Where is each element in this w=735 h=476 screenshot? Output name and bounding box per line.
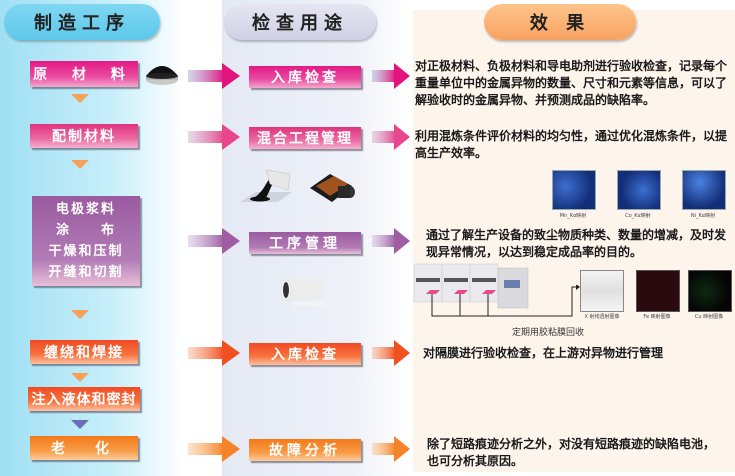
flow-down-arrow-icon — [71, 160, 89, 169]
mn-map-caption: Mn_Kα映射 — [559, 213, 587, 219]
flow-line-arrow-icon — [568, 285, 580, 317]
effect-header: 效 果 — [484, 4, 636, 40]
slurry-pour-icon — [240, 169, 292, 202]
production-equipment-illustration — [413, 263, 572, 317]
step-coating: 涂 布 — [55, 223, 116, 238]
arrow-right-icon — [188, 436, 240, 462]
electrode-roll-icon — [310, 174, 355, 202]
flow-down-arrow-icon — [71, 420, 89, 429]
fe-map-image — [636, 270, 680, 312]
flow-down-arrow-icon — [71, 310, 89, 319]
xray-caption: X 射线透射图像 — [584, 314, 620, 320]
flow-down-arrow-icon — [71, 94, 89, 103]
arrow-right-icon — [188, 124, 240, 150]
ni-map-image — [682, 170, 726, 210]
xray-image — [580, 270, 624, 312]
step-electrode-slurry: 电极浆料 — [55, 202, 116, 217]
cu-map-caption: Cu 映射图像 — [694, 314, 724, 320]
arrow-right-icon — [372, 340, 410, 366]
step-winding-welding: 缠绕和焊接 — [30, 340, 138, 364]
step-mixing-materials: 配制材料 — [30, 124, 138, 148]
effect-text-2: 利用混炼条件评价材料的均匀性，通过优化混炼条件，以提高生产效率。 — [415, 129, 728, 160]
step-raw-materials: 原 材 料 — [30, 61, 138, 87]
step-electrode-processes: 电极浆料 涂 布 干燥和压制 开缝和切割 — [32, 196, 140, 286]
inspection-incoming-1: 入库检查 — [249, 66, 361, 88]
flow-down-arrow-icon — [71, 373, 89, 382]
arrow-right-icon — [372, 124, 410, 150]
mn-map-image — [552, 170, 596, 210]
ni-map-caption: Ni_Kα映射 — [690, 213, 716, 219]
co-map-image — [617, 170, 661, 210]
fe-map-caption: Fe 映射图像 — [643, 314, 671, 320]
effect-text-3: 通过了解生产设备的致尘物质种类、数量的增减，及时发现异常情况，以达到稳定成品率的… — [426, 228, 727, 259]
separator-roll-icon — [280, 279, 326, 306]
step-slitting-cutting: 开缝和切割 — [48, 265, 124, 280]
arrow-right-icon — [372, 228, 410, 254]
inspection-incoming-2: 入库检查 — [249, 343, 361, 365]
step-aging: 老 化 — [30, 436, 138, 460]
inspection-mixing-control: 混合工程管理 — [249, 127, 361, 149]
inspection-process-control: 工序管理 — [249, 232, 361, 254]
tape-collection-label: 定期用胶粘膜回收 — [512, 328, 585, 338]
powder-pile-icon — [146, 66, 178, 85]
cu-map-image — [688, 270, 732, 312]
step-injection-sealing: 注入液体和密封 — [28, 387, 140, 411]
step-drying-pressing: 干燥和压制 — [48, 244, 124, 259]
inspection-failure-analysis: 故障分析 — [249, 439, 361, 461]
arrow-right-icon — [188, 63, 240, 89]
inspection-header: 检查用途 — [224, 4, 376, 40]
effect-text-5: 除了短路痕迹分析之外，对没有短路痕迹的缺陷电池，也可分析其原因。 — [427, 437, 716, 468]
process-header: 制造工序 — [4, 4, 160, 40]
arrow-right-icon — [372, 63, 410, 89]
effect-text-1: 对正极材料、负极材料和导电助剂进行验收检查，记录每个重量单位中的金属异物的数量、… — [415, 59, 728, 107]
effect-column — [413, 10, 735, 472]
arrow-right-icon — [188, 340, 240, 366]
arrow-right-icon — [372, 436, 410, 462]
arrow-right-icon — [188, 228, 240, 254]
co-map-caption: Co_Kα映射 — [625, 213, 651, 219]
effect-text-4: 对隔膜进行验收检查，在上游对异物进行管理 — [423, 346, 664, 360]
